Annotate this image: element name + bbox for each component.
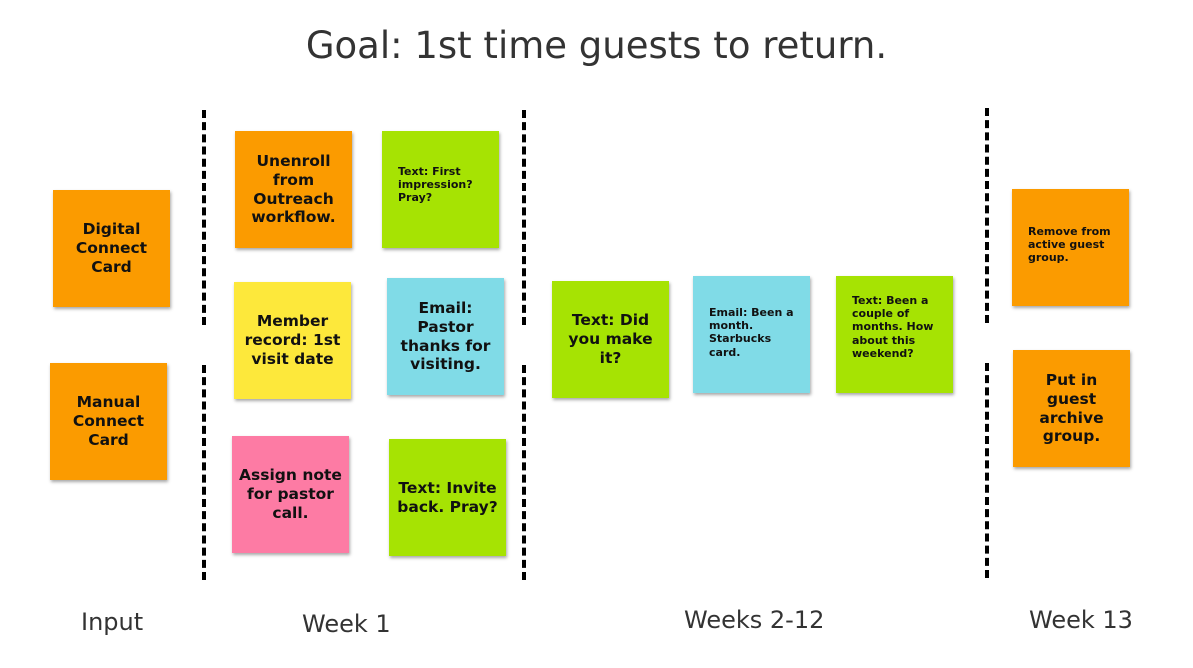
divider-week1-weeks2-top: [522, 110, 526, 325]
page-title: Goal: 1st time guests to return.: [305, 24, 888, 67]
divider-input-week1-top: [202, 110, 206, 325]
sticky-note-email-pastor-thanks[interactable]: Email: Pastor thanks for visiting.: [387, 278, 504, 395]
sticky-note-manual-connect-card[interactable]: Manual Connect Card: [50, 363, 167, 480]
divider-input-week1-bottom: [202, 365, 206, 580]
sticky-note-text-did-you-make-it[interactable]: Text: Did you make it?: [552, 281, 669, 398]
sticky-note-text-first-impression[interactable]: Text: First impression? Pray?: [382, 131, 499, 248]
column-label-weeks2-12: Weeks 2-12: [684, 606, 825, 634]
sticky-note-text-invite-back[interactable]: Text: Invite back. Pray?: [389, 439, 506, 556]
column-label-week13: Week 13: [1029, 606, 1133, 634]
sticky-note-assign-note-pastor[interactable]: Assign note for pastor call.: [232, 436, 349, 553]
column-label-input: Input: [81, 608, 144, 636]
divider-weeks2-week13-bottom: [985, 363, 989, 578]
sticky-note-unenroll-outreach[interactable]: Unenroll from Outreach workflow.: [235, 131, 352, 248]
sticky-note-member-record[interactable]: Member record: 1st visit date: [234, 282, 351, 399]
sticky-note-put-in-archive[interactable]: Put in guest archive group.: [1013, 350, 1130, 467]
sticky-note-text-couple-months[interactable]: Text: Been a couple of months. How about…: [836, 276, 953, 393]
divider-weeks2-week13-top: [985, 108, 989, 323]
column-label-week1: Week 1: [302, 610, 391, 638]
sticky-note-remove-active-guest[interactable]: Remove from active guest group.: [1012, 189, 1129, 306]
sticky-note-digital-connect-card[interactable]: Digital Connect Card: [53, 190, 170, 307]
sticky-note-email-been-a-month[interactable]: Email: Been a month. Starbucks card.: [693, 276, 810, 393]
divider-week1-weeks2-bottom: [522, 365, 526, 580]
